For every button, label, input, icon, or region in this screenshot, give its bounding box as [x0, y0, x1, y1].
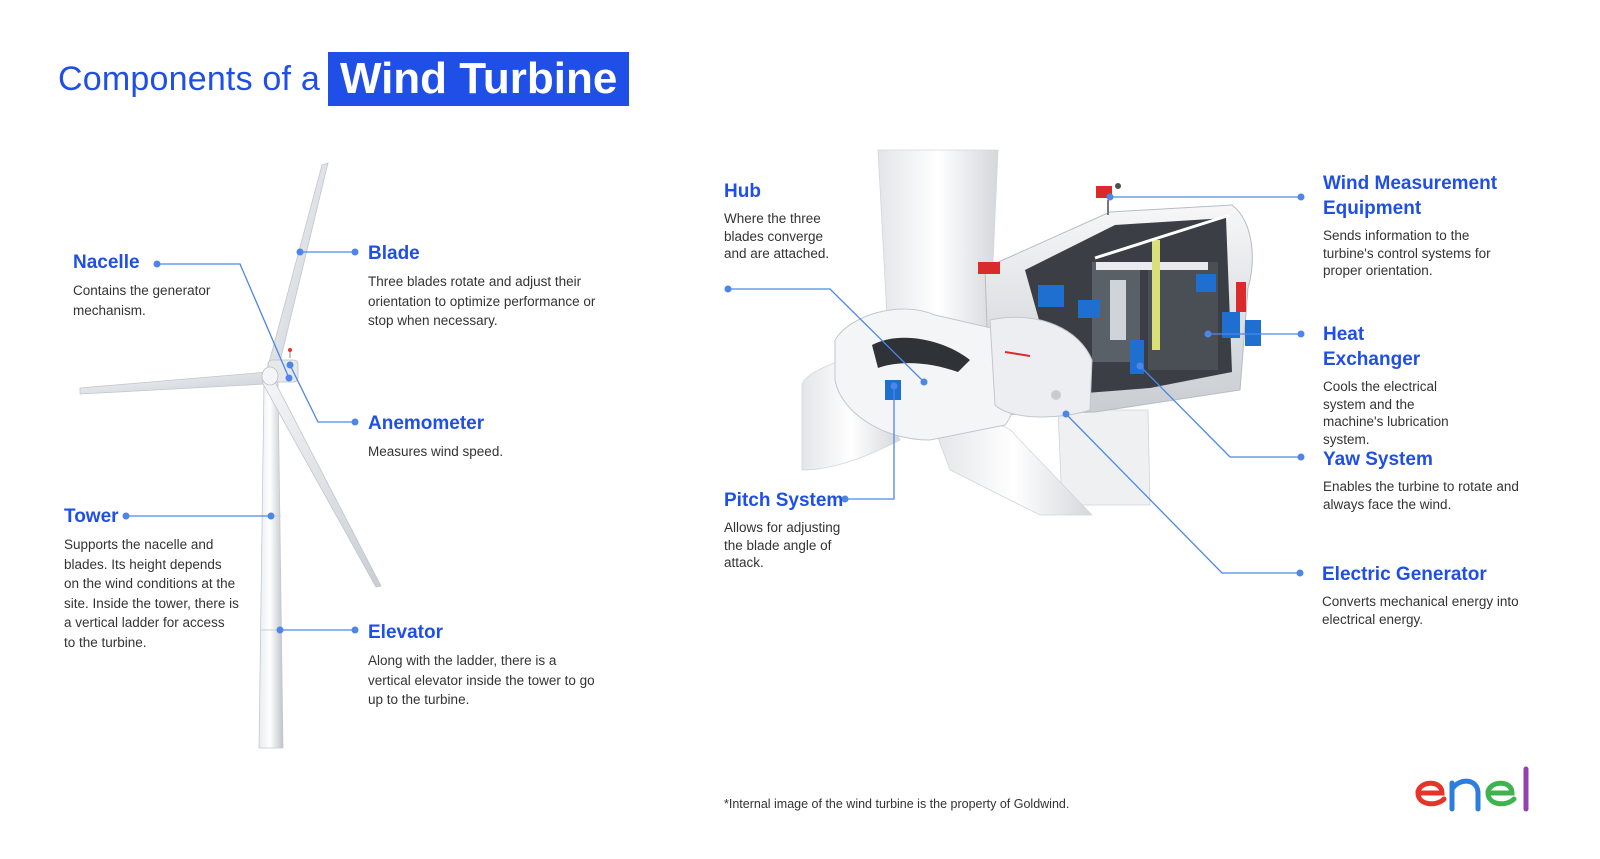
- label-anemometer: Anemometer Measures wind speed.: [368, 411, 568, 462]
- label-desc: Converts mechanical energy into electric…: [1322, 594, 1519, 627]
- label-desc: Three blades rotate and adjust their ori…: [368, 274, 596, 328]
- tower-section: [1057, 409, 1151, 506]
- big-blade-left: [801, 354, 901, 471]
- label-desc: Measures wind speed.: [368, 444, 504, 459]
- label-desc: Along with the ladder, there is a vertic…: [368, 653, 595, 707]
- turbine-tower: [258, 381, 284, 749]
- label-desc: Contains the generator mechanism.: [73, 283, 211, 318]
- turbine-hub: [261, 366, 279, 386]
- label-wind-measurement: Wind Measurement Equipment Sends informa…: [1323, 171, 1503, 280]
- footnote: *Internal image of the wind turbine is t…: [724, 797, 1070, 811]
- title-highlight: Wind Turbine: [327, 52, 630, 106]
- nacelle-cutaway: [801, 149, 1261, 516]
- label-title: Pitch System: [724, 490, 844, 511]
- label-desc: Sends information to the turbine's contr…: [1323, 228, 1491, 278]
- small-wind-turbine: [79, 162, 382, 749]
- label-title: Electric Generator: [1322, 564, 1487, 585]
- label-title: Nacelle: [73, 252, 140, 273]
- turbine-blade-left: [79, 371, 269, 395]
- enel-logo-icon: [1415, 766, 1529, 812]
- label-desc: Where the three blades converge and are …: [724, 211, 830, 261]
- leader-lines: [126, 196, 1301, 631]
- label-pitch-system: Pitch System Allows for adjusting the bl…: [724, 488, 854, 572]
- blue-component: [1038, 285, 1064, 307]
- label-title: Tower: [64, 506, 119, 527]
- leader-dots: [122, 193, 1305, 634]
- label-title: Heat Exchanger: [1323, 324, 1421, 370]
- label-title: Wind Measurement Equipment: [1323, 173, 1498, 219]
- label-desc: Supports the nacelle and blades. Its hei…: [64, 537, 239, 650]
- label-title: Yaw System: [1323, 449, 1433, 470]
- label-desc: Enables the turbine to rotate and always…: [1323, 479, 1519, 512]
- label-yaw-system: Yaw System Enables the turbine to rotate…: [1323, 447, 1533, 513]
- page-title: Components of a Wind Turbine: [58, 52, 630, 106]
- label-blade: Blade Three blades rotate and adjust the…: [368, 241, 600, 331]
- label-nacelle: Nacelle Contains the generator mechanism…: [73, 250, 243, 320]
- main-shaft: [989, 316, 1093, 418]
- label-electric-generator: Electric Generator Converts mechanical e…: [1322, 562, 1537, 628]
- turbine-blade-up: [265, 162, 329, 375]
- label-tower: Tower Supports the nacelle and blades. I…: [64, 504, 239, 652]
- label-elevator: Elevator Along with the ladder, there is…: [368, 620, 598, 710]
- label-title: Blade: [368, 243, 420, 264]
- label-desc: Cools the electrical system and the mach…: [1323, 379, 1449, 447]
- label-heat-exchanger: Heat Exchanger Cools the electrical syst…: [1323, 322, 1463, 448]
- label-desc: Allows for adjusting the blade angle of …: [724, 520, 841, 570]
- label-title: Elevator: [368, 622, 443, 643]
- label-title: Hub: [724, 181, 761, 202]
- label-hub: Hub Where the three blades converge and …: [724, 179, 839, 263]
- label-title: Anemometer: [368, 413, 485, 434]
- title-prefix: Components of a: [58, 59, 320, 98]
